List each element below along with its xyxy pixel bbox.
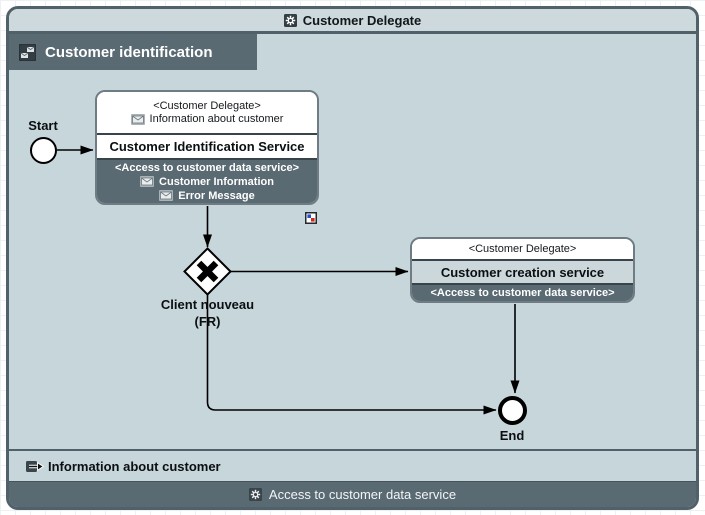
lane-customer-identification[interactable]: Customer identification xyxy=(9,34,257,70)
envelope-icon xyxy=(159,190,174,201)
service-bar[interactable]: Access to customer data service xyxy=(9,481,696,507)
error-message-label: Error Message xyxy=(178,189,255,202)
task-service-section: <Access to customer data service> xyxy=(412,285,633,301)
lane-title: Customer identification xyxy=(45,43,213,61)
task-customer-identification-service[interactable]: <Customer Delegate> Information about cu… xyxy=(95,90,319,205)
end-event-label: End xyxy=(499,428,525,443)
data-object-row[interactable]: Information about customer xyxy=(9,449,696,481)
pool-title: Customer Delegate xyxy=(302,12,422,28)
exclusive-gateway[interactable] xyxy=(183,247,232,296)
service-ref: <Access to customer data service> xyxy=(114,161,300,174)
task-service-section: <Access to customer data service> Custom… xyxy=(97,160,317,203)
service-gear-icon xyxy=(248,488,262,501)
start-event[interactable] xyxy=(30,137,57,164)
task-name: Customer Identification Service xyxy=(97,133,317,160)
pool-header[interactable]: Customer Delegate xyxy=(9,9,696,34)
output-message-line: Customer Information xyxy=(140,176,274,188)
output-message-label: Customer Information xyxy=(159,175,274,188)
service-gear-icon xyxy=(283,13,297,27)
start-event-label: Start xyxy=(28,118,58,133)
flow-gateway-to-end[interactable] xyxy=(206,295,497,415)
data-object-label: Information about customer xyxy=(48,458,221,474)
envelope-icon xyxy=(140,176,155,187)
error-message-line: Error Message xyxy=(159,189,255,202)
task-io-header: <Customer Delegate> Information about cu… xyxy=(97,92,317,133)
messages-icon xyxy=(18,43,37,61)
input-message-line: Information about customer xyxy=(130,113,284,125)
service-ref: <Access to customer data service> xyxy=(430,287,615,299)
participant-ref: <Customer Delegate> xyxy=(153,100,261,112)
gateway-label-line1: Client nouveau xyxy=(160,297,255,312)
participant-ref: <Customer Delegate> xyxy=(468,243,577,255)
envelope-icon xyxy=(130,113,145,125)
input-message-label: Information about customer xyxy=(149,113,284,125)
chained-activity-marker-icon[interactable] xyxy=(305,212,317,224)
gateway-label: Client nouveau (FR) xyxy=(137,296,278,330)
gateway-label-line2: (FR) xyxy=(194,314,221,329)
sequence-flows xyxy=(57,145,520,415)
task-customer-creation-service[interactable]: <Customer Delegate> Customer creation se… xyxy=(410,237,635,303)
data-output-icon xyxy=(26,460,45,473)
service-bar-label: Access to customer data service xyxy=(268,487,457,502)
task-io-header: <Customer Delegate> xyxy=(412,239,633,259)
end-event[interactable] xyxy=(498,396,527,425)
task-name: Customer creation service xyxy=(412,259,633,285)
pool-customer-delegate[interactable]: Customer Delegate Customer identificatio… xyxy=(6,6,699,510)
